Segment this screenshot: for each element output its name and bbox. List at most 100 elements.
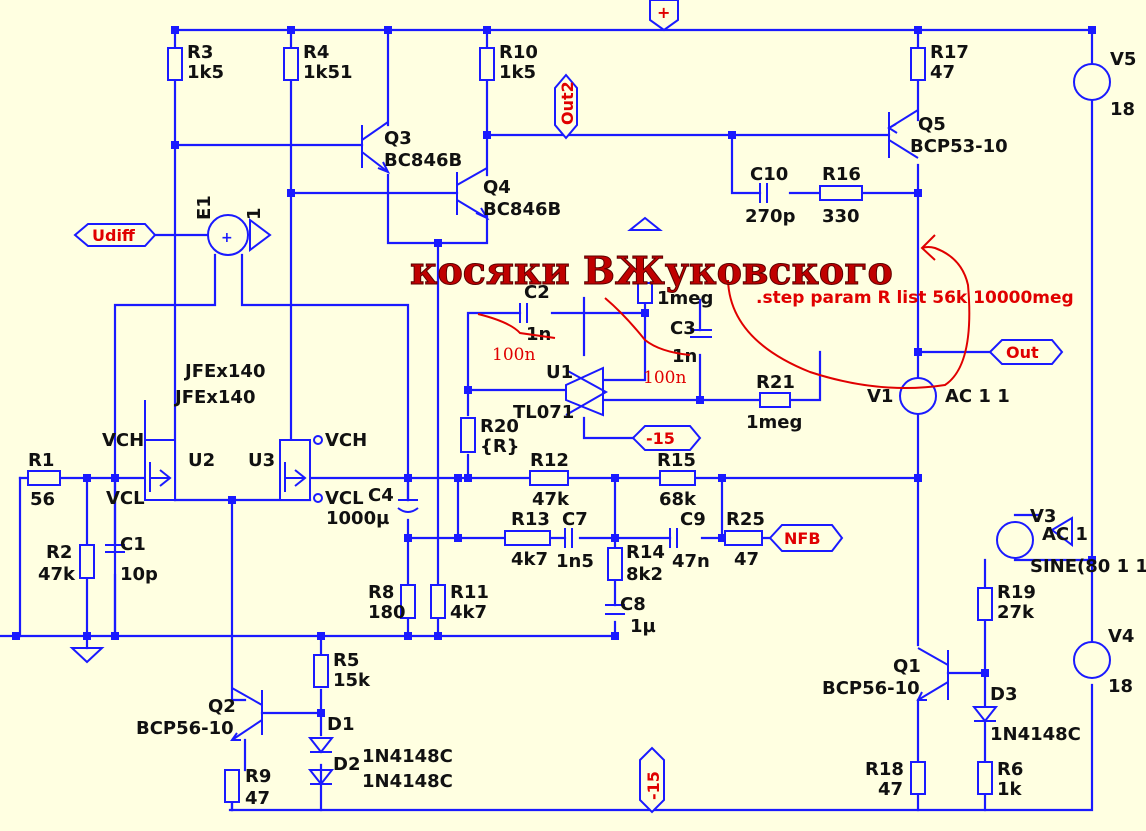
flag-out2: Out2 [558, 81, 577, 125]
c9-name: C9 [680, 509, 706, 530]
v1-name: V1 [867, 386, 893, 407]
d1-name: D1 [327, 714, 354, 735]
q4-value: BC846B [483, 199, 561, 220]
u2-vch: VCH [102, 430, 144, 451]
c8-name: C8 [620, 594, 646, 615]
c3-name: C3 [670, 318, 696, 339]
v3-name: V3 [1030, 506, 1056, 527]
r21-value: 1meg [746, 412, 802, 433]
d1-value: 1N4148C [362, 746, 453, 767]
v4-value: 18 [1108, 676, 1133, 697]
step-directive: .step param R list 56k 10000meg [756, 288, 1074, 308]
r14-value: 8k2 [626, 564, 663, 585]
r19-name: R19 [997, 582, 1036, 603]
c1-name: C1 [120, 534, 146, 555]
wires [0, 28, 1094, 812]
net-flags [73, 0, 1064, 814]
d2-name: D2 [333, 754, 360, 775]
capacitor-symbols [105, 183, 768, 615]
r3-value: 1k5 [187, 62, 224, 83]
r20-value: {R} [480, 436, 520, 457]
resistor-symbols [27, 47, 993, 803]
v5-name: V5 [1110, 49, 1136, 70]
r10-name: R10 [499, 42, 538, 63]
r16-value: 330 [822, 206, 860, 227]
e1-value: 1 [244, 207, 265, 220]
q5-name: Q5 [918, 114, 946, 135]
c7-value: 1n5 [556, 551, 594, 572]
d2-value: 1N4148C [362, 771, 453, 792]
r2-name: R2 [46, 542, 72, 563]
flag-plus: + [657, 3, 670, 22]
r17-value: 47 [930, 62, 955, 83]
overlay-title: косяки ВЖуковского [410, 248, 893, 293]
diode-symbols [307, 706, 999, 786]
c7-name: C7 [562, 509, 588, 530]
u3-model: JFEx140 [173, 387, 255, 408]
q1-value: BCP56-10 [822, 678, 920, 699]
v3-value: SINE(80 1 1 [1030, 556, 1146, 577]
r13-value: 4k7 [511, 549, 548, 570]
r8-name: R8 [368, 582, 394, 603]
r11-value: 4k7 [450, 602, 487, 623]
u2-name: U2 [188, 450, 215, 471]
v5-value: 18 [1110, 99, 1135, 120]
jfet-symbols [144, 400, 323, 503]
d3-name: D3 [990, 684, 1017, 705]
d3-value: 1N4148C [990, 724, 1081, 745]
r1-name: R1 [28, 450, 54, 471]
junctions [12, 26, 1096, 717]
r9-value: 47 [245, 788, 270, 809]
v3-ac: AC 1 [1042, 524, 1088, 545]
r8-value: 180 [368, 602, 406, 623]
r15-name: R15 [657, 450, 696, 471]
opamp-u1 [565, 216, 663, 417]
r11-name: R11 [450, 582, 489, 603]
r10-value: 1k5 [499, 62, 536, 83]
r5-name: R5 [333, 650, 359, 671]
flag-nfb: NFB [784, 529, 821, 548]
r12-value: 47k [532, 489, 570, 510]
u2-vcl: VCL [106, 488, 145, 509]
r4-value: 1k51 [303, 62, 353, 83]
q4-name: Q4 [483, 177, 511, 198]
r25-name: R25 [726, 509, 765, 530]
r12-name: R12 [530, 450, 569, 471]
r16-name: R16 [822, 164, 861, 185]
r20-name: R20 [480, 416, 519, 437]
c9-value: 47n [672, 551, 710, 572]
q5-value: BCP53-10 [910, 136, 1008, 157]
e1-name: E1 [194, 195, 215, 220]
c3-value: 1n [672, 346, 697, 367]
c8-value: 1µ [630, 616, 656, 637]
r15-value: 68k [659, 489, 697, 510]
r3-name: R3 [187, 42, 213, 63]
q2-value: BCP56-10 [136, 718, 234, 739]
c2-name: C2 [524, 282, 550, 303]
flag-out: Out [1006, 343, 1039, 362]
c4-name: C4 [368, 485, 394, 506]
u1-value: TL071 [513, 402, 574, 423]
r18-name: R18 [865, 759, 904, 780]
u2-model: JFEx140 [183, 361, 265, 382]
u3-vcl: VCL [325, 488, 364, 509]
e1-symbol: + [207, 214, 272, 256]
q3-name: Q3 [384, 128, 412, 149]
svg-text:+: + [221, 230, 233, 246]
r14-name: R14 [626, 542, 665, 563]
q3-value: BC846B [384, 150, 462, 171]
r5-value: 15k [333, 670, 371, 691]
r6-value: 1k [997, 779, 1023, 800]
c3-note: 100n [643, 368, 686, 388]
v4-name: V4 [1108, 626, 1134, 647]
c2-note: 100n [492, 345, 535, 365]
flag-minus-bottom: -15 [644, 771, 663, 800]
q2-name: Q2 [208, 696, 236, 717]
r6-name: R6 [997, 759, 1023, 780]
component-labels: R3 1k5 R4 1k51 R10 1k5 R17 47 V5 18 Q3 B… [28, 42, 1146, 809]
ground-symbols [69, 516, 1073, 664]
q1-name: Q1 [893, 656, 921, 677]
v1-value: AC 1 1 [945, 386, 1010, 407]
transistor-symbols [230, 109, 949, 741]
u1-name: U1 [546, 362, 573, 383]
